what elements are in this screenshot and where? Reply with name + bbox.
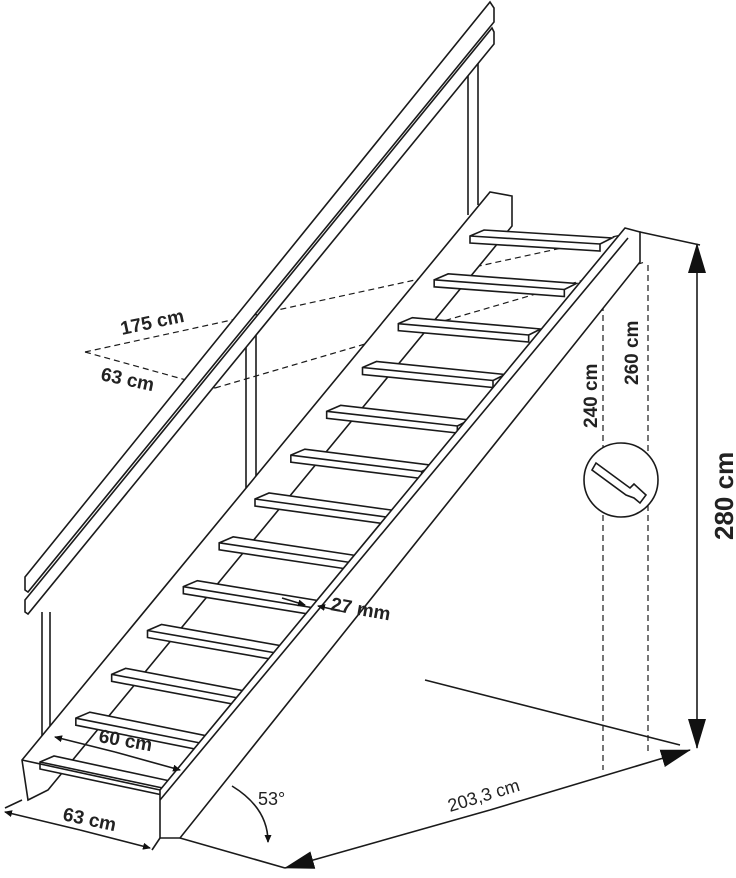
tread-edge (398, 322, 529, 336)
saw-icon (583, 442, 659, 518)
handrail (24, 0, 495, 616)
label-run-length: 203,3 cm (445, 775, 522, 816)
tread-edge (434, 279, 565, 291)
tread-edge (39, 761, 173, 791)
tread-edge (111, 673, 244, 700)
label-height-240: 240 cm (581, 364, 602, 428)
label-stair-width: 63 cm (61, 804, 118, 836)
label-angle: 53° (258, 789, 285, 809)
dimension-run (489, 749, 691, 811)
tread-edge (326, 410, 458, 427)
dimension-tread-width (54, 735, 116, 753)
label-height-260: 260 cm (622, 321, 643, 385)
label-height-280: 280 cm (709, 452, 736, 540)
tread-edge (469, 235, 601, 245)
handrail-posts (41, 52, 479, 740)
tread-edge (290, 454, 422, 473)
dimension-stair-width (4, 810, 81, 831)
angle-arc (231, 785, 272, 843)
label-opening-length: 175 cm (119, 306, 186, 340)
tread-edge (183, 585, 315, 609)
tread-edge (254, 498, 387, 518)
tread-edge (147, 629, 280, 655)
tread-edge (362, 366, 494, 382)
tread-edge (219, 542, 351, 564)
treads (39, 229, 616, 798)
tread-edge (75, 717, 208, 746)
